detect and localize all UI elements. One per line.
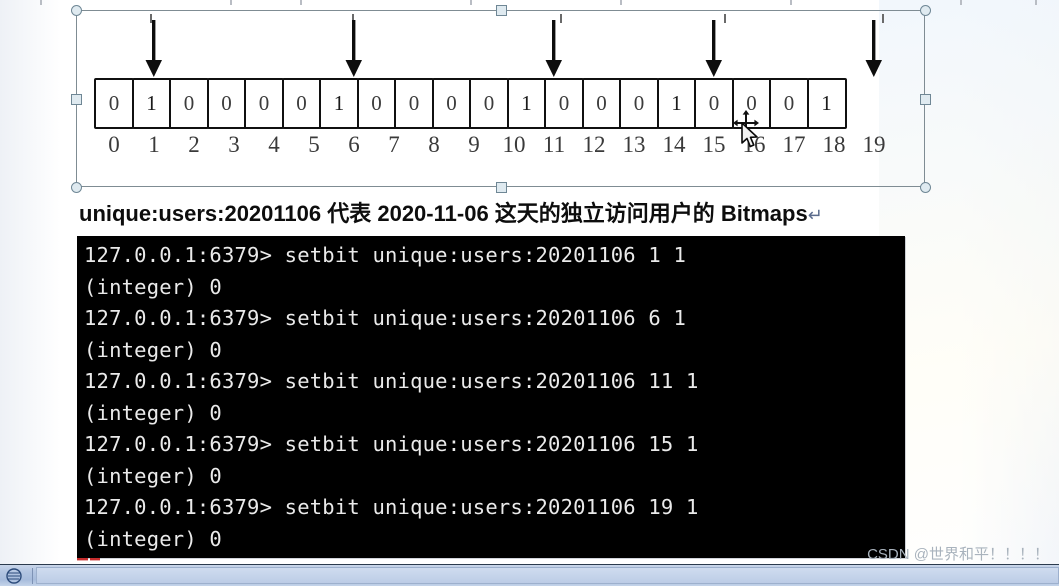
ruler-tick <box>560 14 562 23</box>
bit-index-label: 13 <box>622 132 646 157</box>
bit-cell: 1 <box>131 78 172 129</box>
selection-handle-middle-right[interactable] <box>920 94 931 105</box>
terminal-line: 127.0.0.1:6379> setbit unique:users:2020… <box>84 306 687 330</box>
red-annotation-mark <box>77 558 100 561</box>
ruler-tick <box>620 0 622 5</box>
bit-index-label: 6 <box>348 132 360 157</box>
selection-handle-top-right[interactable] <box>920 5 931 16</box>
redis-cli-terminal[interactable]: 127.0.0.1:6379> setbit unique:users:2020… <box>77 236 905 558</box>
caption-text: unique:users:20201106 代表 2020-11-06 这天的独… <box>79 201 808 226</box>
terminal-line: 127.0.0.1:6379> setbit unique:users:2020… <box>84 243 687 267</box>
background-wash <box>879 0 1059 586</box>
bit-index-label: 0 <box>108 132 120 157</box>
taskbar-button-area[interactable] <box>36 567 1059 584</box>
ruler-tick <box>1035 0 1037 5</box>
bit-cell: 0 <box>619 78 659 129</box>
bit-index-label: 18 <box>822 132 846 157</box>
terminal-line: (integer) 0 <box>84 274 222 299</box>
bit-cell: 0 <box>731 78 772 129</box>
selection-handle-top-left[interactable] <box>71 5 82 16</box>
ruler-tick <box>882 14 884 23</box>
bit-cell: 1 <box>656 78 697 129</box>
bit-cell: 0 <box>206 78 247 129</box>
bit-cell: 0 <box>694 78 734 129</box>
bit-cell: 1 <box>806 78 847 129</box>
terminal-line: 127.0.0.1:6379> setbit unique:users:2020… <box>84 495 699 519</box>
selection-handle-bottom-middle[interactable] <box>496 182 507 193</box>
down-arrow-icon <box>705 20 722 77</box>
windows-taskbar[interactable] <box>0 564 1059 586</box>
down-arrow-icon <box>345 20 362 77</box>
bit-index-label: 16 <box>742 132 766 157</box>
bit-index-label: 9 <box>468 132 480 157</box>
bit-cell: 0 <box>281 78 322 129</box>
image-selection-frame[interactable] <box>71 5 931 193</box>
ruler-tick <box>230 0 232 5</box>
bit-index-label: 10 <box>502 132 526 157</box>
bit-cell: 0 <box>356 78 397 129</box>
windows-explorer-icon[interactable] <box>2 567 28 585</box>
bit-index-label: 2 <box>188 132 200 157</box>
terminal-line: (integer) 0 <box>84 463 222 488</box>
terminal-line: (integer) 0 <box>84 337 222 362</box>
bit-cell: 0 <box>94 78 134 129</box>
bit-cell: 0 <box>581 78 622 129</box>
taskbar-separator <box>32 567 33 584</box>
bit-index-label: 19 <box>862 132 886 157</box>
bit-index-label: 12 <box>582 132 606 157</box>
arrow-row <box>94 20 894 78</box>
bit-cell: 0 <box>769 78 809 129</box>
ruler-tick <box>150 14 152 23</box>
down-arrow-icon <box>545 20 562 77</box>
ruler-tick <box>470 0 472 5</box>
bit-index-label: 15 <box>702 132 726 157</box>
bit-index-label: 7 <box>388 132 400 157</box>
csdn-watermark: CSDN @世界和平！！！！ <box>867 546 1049 563</box>
ruler-tick <box>790 0 792 5</box>
bit-index-label: 3 <box>228 132 240 157</box>
figure-caption: unique:users:20201106 代表 2020-11-06 这天的独… <box>79 196 1009 228</box>
terminal-line: 127.0.0.1:6379> setbit unique:users:2020… <box>84 432 699 456</box>
ruler-tick <box>300 0 302 5</box>
selection-handle-bottom-left[interactable] <box>71 182 82 193</box>
bit-cell: 0 <box>544 78 584 129</box>
ruler-tick <box>960 0 962 5</box>
selection-handle-middle-left[interactable] <box>71 94 82 105</box>
terminal-line: 127.0.0.1:6379> setbit unique:users:2020… <box>84 369 699 393</box>
ruler-tick <box>352 14 354 23</box>
bit-index-label: 4 <box>268 132 280 157</box>
bit-index-label: 11 <box>542 132 566 157</box>
terminal-line: (integer) 0 <box>84 526 222 551</box>
bit-index-label: 8 <box>428 132 440 157</box>
bit-index-label: 1 <box>148 132 160 157</box>
selection-handle-bottom-right[interactable] <box>920 182 931 193</box>
bit-index-label: 17 <box>782 132 806 157</box>
bit-cell: 1 <box>319 78 359 129</box>
ruler-tick <box>724 14 726 23</box>
bit-cell: 0 <box>169 78 209 129</box>
ruler-tick <box>40 0 42 5</box>
down-arrow-icon <box>865 20 882 77</box>
document-ruler <box>0 0 1059 23</box>
bit-index-label: 5 <box>308 132 320 157</box>
bit-cell: 1 <box>506 78 547 129</box>
down-arrow-icon <box>145 20 162 77</box>
bit-cell: 0 <box>431 78 472 129</box>
bit-index-label: 14 <box>662 132 686 157</box>
bit-cell: 0 <box>394 78 434 129</box>
terminal-line: (integer) 0 <box>84 400 222 425</box>
bit-cell: 0 <box>244 78 284 129</box>
bit-cell: 0 <box>469 78 509 129</box>
selection-handle-top-middle[interactable] <box>496 5 507 16</box>
paragraph-mark: ↵ <box>807 205 823 225</box>
